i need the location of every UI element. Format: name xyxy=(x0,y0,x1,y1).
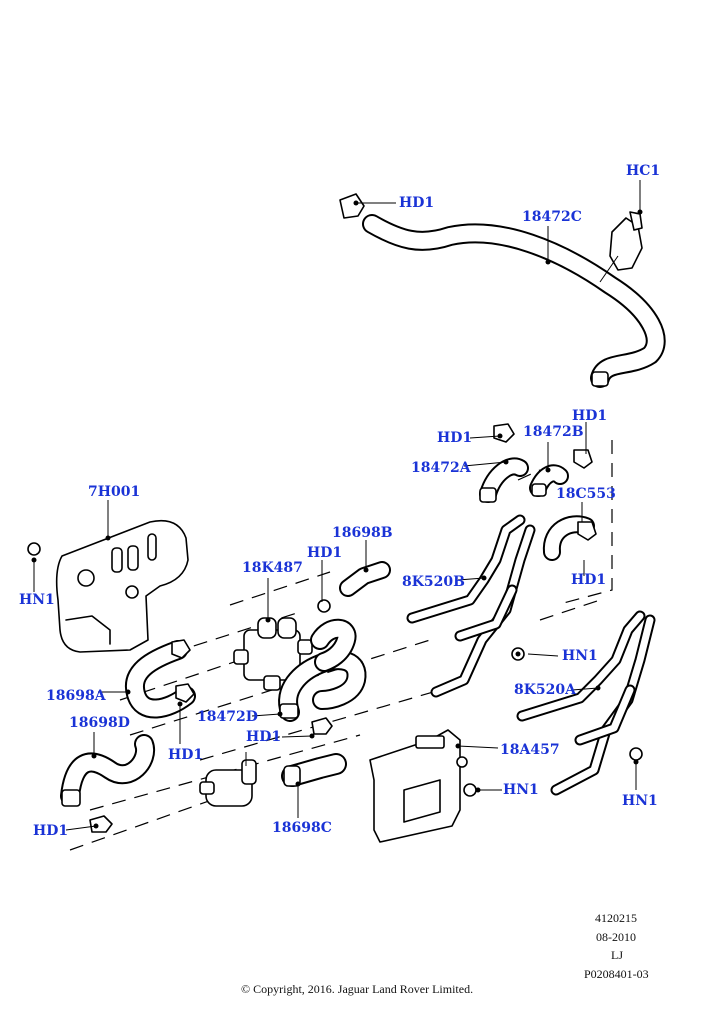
callout-hc1: HC1 xyxy=(626,163,661,179)
tube-set-8k520a xyxy=(516,610,656,796)
drawing-date: 08-2010 xyxy=(596,930,636,944)
drawing-reference: P0208401-03 xyxy=(584,967,649,981)
callout-7h001: 7H001 xyxy=(88,484,141,500)
callout-18698c: 18698C xyxy=(272,820,332,836)
drawing-code: 4120215 xyxy=(595,911,637,925)
callout-18698b: 18698B xyxy=(332,525,393,541)
callout-18472d: 18472D xyxy=(197,709,258,725)
pump-assembly xyxy=(199,753,347,807)
callout-8k520b: 8K520B xyxy=(402,574,465,590)
callout-hd1-hose-a: HD1 xyxy=(168,747,204,763)
callout-hd1-right-lower: HD1 xyxy=(571,572,607,588)
hose-18472d xyxy=(278,618,367,735)
hose-18698a xyxy=(125,639,196,719)
callout-18a457: 18A457 xyxy=(500,742,560,758)
callout-18k487: 18K487 xyxy=(242,560,303,576)
hoses-18472a-b xyxy=(479,423,597,561)
callout-18472a: 18472A xyxy=(411,460,471,476)
callout-hd1-valve: HD1 xyxy=(307,545,343,561)
callout-18472c: 18472C xyxy=(522,209,582,225)
heat-shield-7h001 xyxy=(27,519,189,653)
callout-leader-dots xyxy=(31,200,643,829)
hose-18472c xyxy=(339,193,666,388)
callout-18472b: 18472B xyxy=(523,424,584,440)
callout-hn1-bracket: HN1 xyxy=(503,782,539,798)
copyright-notice: © Copyright, 2016. Jaguar Land Rover Lim… xyxy=(241,982,474,996)
callout-hd1-right-upper: HD1 xyxy=(572,408,608,424)
callout-18698d: 18698D xyxy=(69,715,130,731)
callout-18698a: 18698A xyxy=(46,688,106,704)
callout-hd1-top: HD1 xyxy=(399,195,435,211)
callout-hn1-right: HN1 xyxy=(622,793,658,809)
hose-18698d xyxy=(60,734,156,833)
callout-hd1-below-valve: HD1 xyxy=(246,729,282,745)
callout-8k520a: 8K520A xyxy=(514,682,576,698)
callout-hd1-bottom: HD1 xyxy=(33,823,69,839)
tube-set-8k520b xyxy=(406,514,536,698)
callout-hd1-middle: HD1 xyxy=(437,430,473,446)
valve-18k487 xyxy=(233,599,331,691)
callout-hn1-middle: HN1 xyxy=(562,648,598,664)
callout-18c553: 18C553 xyxy=(556,486,616,502)
bracket-18a457 xyxy=(369,729,477,843)
callout-leader-lines xyxy=(33,180,641,831)
callout-hn1-left: HN1 xyxy=(19,592,55,608)
drawing-initials: LJ xyxy=(611,948,623,962)
hose-18698b xyxy=(339,561,391,597)
